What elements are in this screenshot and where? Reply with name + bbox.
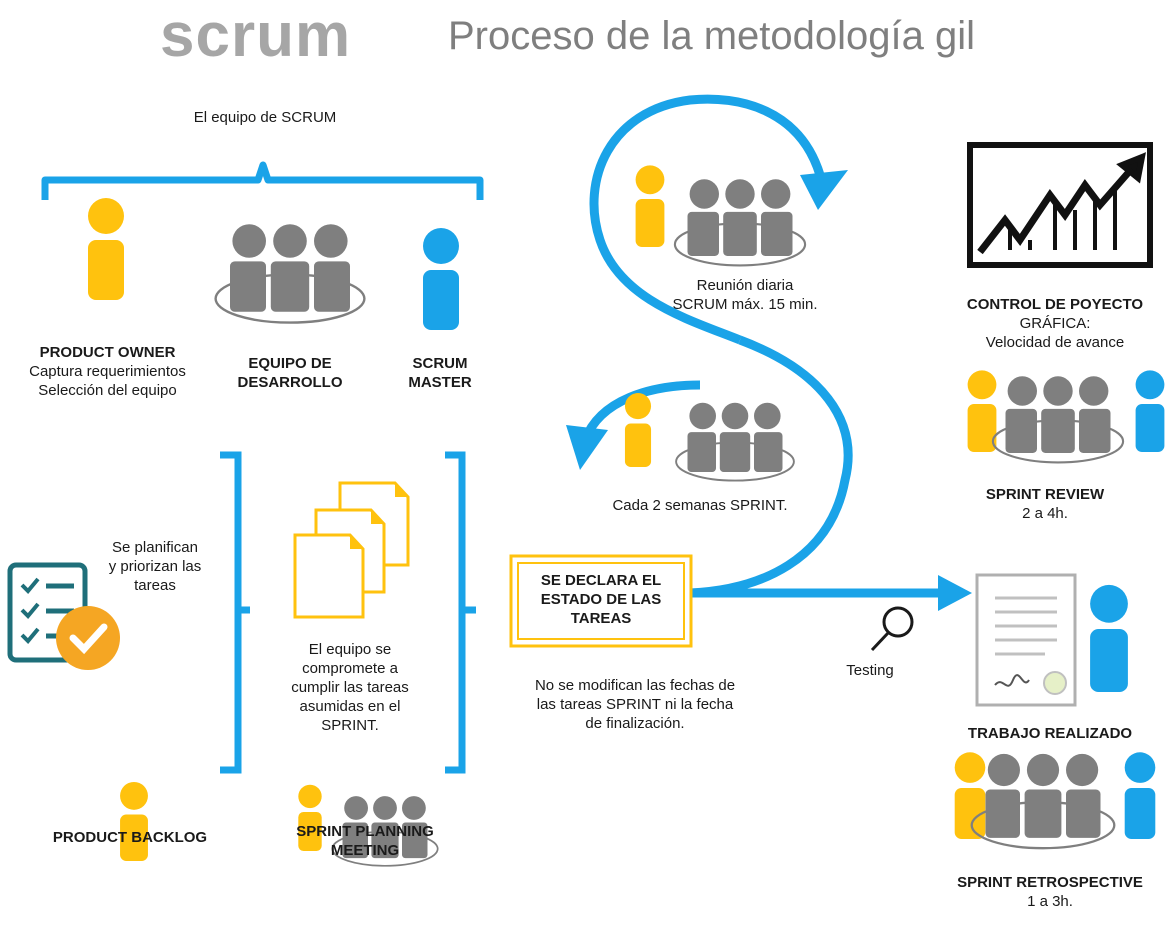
right-bracket [445,451,476,774]
control-line1: GRÁFICA: [1019,315,1091,332]
note-line3: de finalización. [585,715,685,732]
sprint-loop-arrow [689,335,940,598]
scrum-master-line1: SCRUM [412,355,468,372]
dev-team-line2: DESARROLLO [237,374,343,391]
note-text: No se modifican las fechas de las tareas… [505,676,765,733]
control-text: CONTROL DE POYECTO GRÁFICA: Velocidad de… [945,295,1165,352]
dev-team-line1: EQUIPO DE [248,355,332,372]
declare-line2: ESTADO DE LAS [540,591,662,608]
review-master-icon [1135,370,1165,452]
product-owner-name: PRODUCT OWNER [39,344,176,361]
document-stack-icon [293,481,410,619]
declare-line3: TAREAS [570,610,632,627]
retro-title: SPRINT RETROSPECTIVE [957,874,1143,891]
certificate-icon [975,573,1077,707]
product-owner-label: PRODUCT OWNER Captura requerimientos Sel… [0,343,215,400]
testing-label: Testing [846,662,894,679]
retro-master-icon [1124,752,1156,839]
scrum-master-icon [423,228,459,330]
team-heading: El equipo de SCRUM [193,109,337,126]
daily-loop-arrow [589,94,825,345]
product-owner-icon [88,198,124,300]
commit-line4: asumidas en el [299,698,401,715]
control-title: CONTROL DE POYECTO [966,296,1144,313]
retro-duration: 1 a 3h. [1027,893,1073,910]
note-line1: No se modifican las fechas de [534,677,736,694]
team-bracket [41,161,484,200]
daily-line1: Reunión diaria [696,277,794,294]
commit-text: El equipo se compromete a cumplir las ta… [270,640,430,735]
done-label: TRABAJO REALIZADO [967,725,1133,742]
product-owner-line2: Selección del equipo [38,382,177,399]
checklist-icon [7,562,120,670]
sprint-team-icon [675,401,795,482]
commit-line2: compromete a [302,660,398,677]
planned-line3: tareas [134,577,176,594]
scrum-master-line2: MASTER [408,374,472,391]
review-team-icon [991,375,1125,464]
sprint-owner-icon [624,393,652,467]
planning-meeting-line1: SPRINT PLANNING [296,823,434,840]
velocity-chart-icon [967,142,1153,268]
magnifier-icon [870,606,914,652]
note-line2: las tareas SPRINT ni la fecha [536,696,734,713]
dev-team-icon [214,222,366,324]
review-title: SPRINT REVIEW [985,486,1105,503]
declare-box-frame [509,554,693,648]
review-duration: 2 a 4h. [1022,505,1068,522]
retro-team-icon [970,752,1116,850]
dev-team-label: EQUIPO DE DESARROLLO [215,354,365,392]
product-backlog-icon [120,781,148,861]
daily-team-icon [673,178,807,267]
title-scrum: scrum [160,1,352,70]
done-master-icon [1090,584,1128,692]
planning-meeting-line2: MEETING [330,842,400,859]
review-text: SPRINT REVIEW 2 a 4h. [960,485,1130,523]
left-bracket [220,451,250,774]
sprint-text: Cada 2 semanas SPRINT. [612,497,788,514]
planning-meeting-label: SPRINT PLANNING MEETING [270,822,460,860]
planned-line2: y priorizan las [108,558,202,575]
declare-line1: SE DECLARA EL [540,572,662,589]
daily-text: Reunión diaria SCRUM máx. 15 min. [640,276,850,314]
daily-owner-icon [635,165,665,247]
retro-owner-icon [954,752,986,839]
commit-line5: SPRINT. [321,717,379,734]
control-line2: Velocidad de avance [985,334,1125,351]
scrum-master-label: SCRUM MASTER [380,354,500,392]
declare-box: SE DECLARA EL ESTADO DE LAS TAREAS [518,571,684,628]
product-backlog-label: PRODUCT BACKLOG [52,829,208,846]
product-owner-line1: Captura requerimientos [29,363,186,380]
title-subtitle: Proceso de la metodología gil [448,14,975,58]
planned-text: Se planifican y priorizan las tareas [90,538,220,595]
daily-line2: SCRUM máx. 15 min. [672,296,818,313]
retro-text: SPRINT RETROSPECTIVE 1 a 3h. [935,873,1165,911]
commit-line3: cumplir las tareas [291,679,409,696]
planned-line1: Se planifican [112,539,198,556]
commit-line1: El equipo se [308,641,392,658]
